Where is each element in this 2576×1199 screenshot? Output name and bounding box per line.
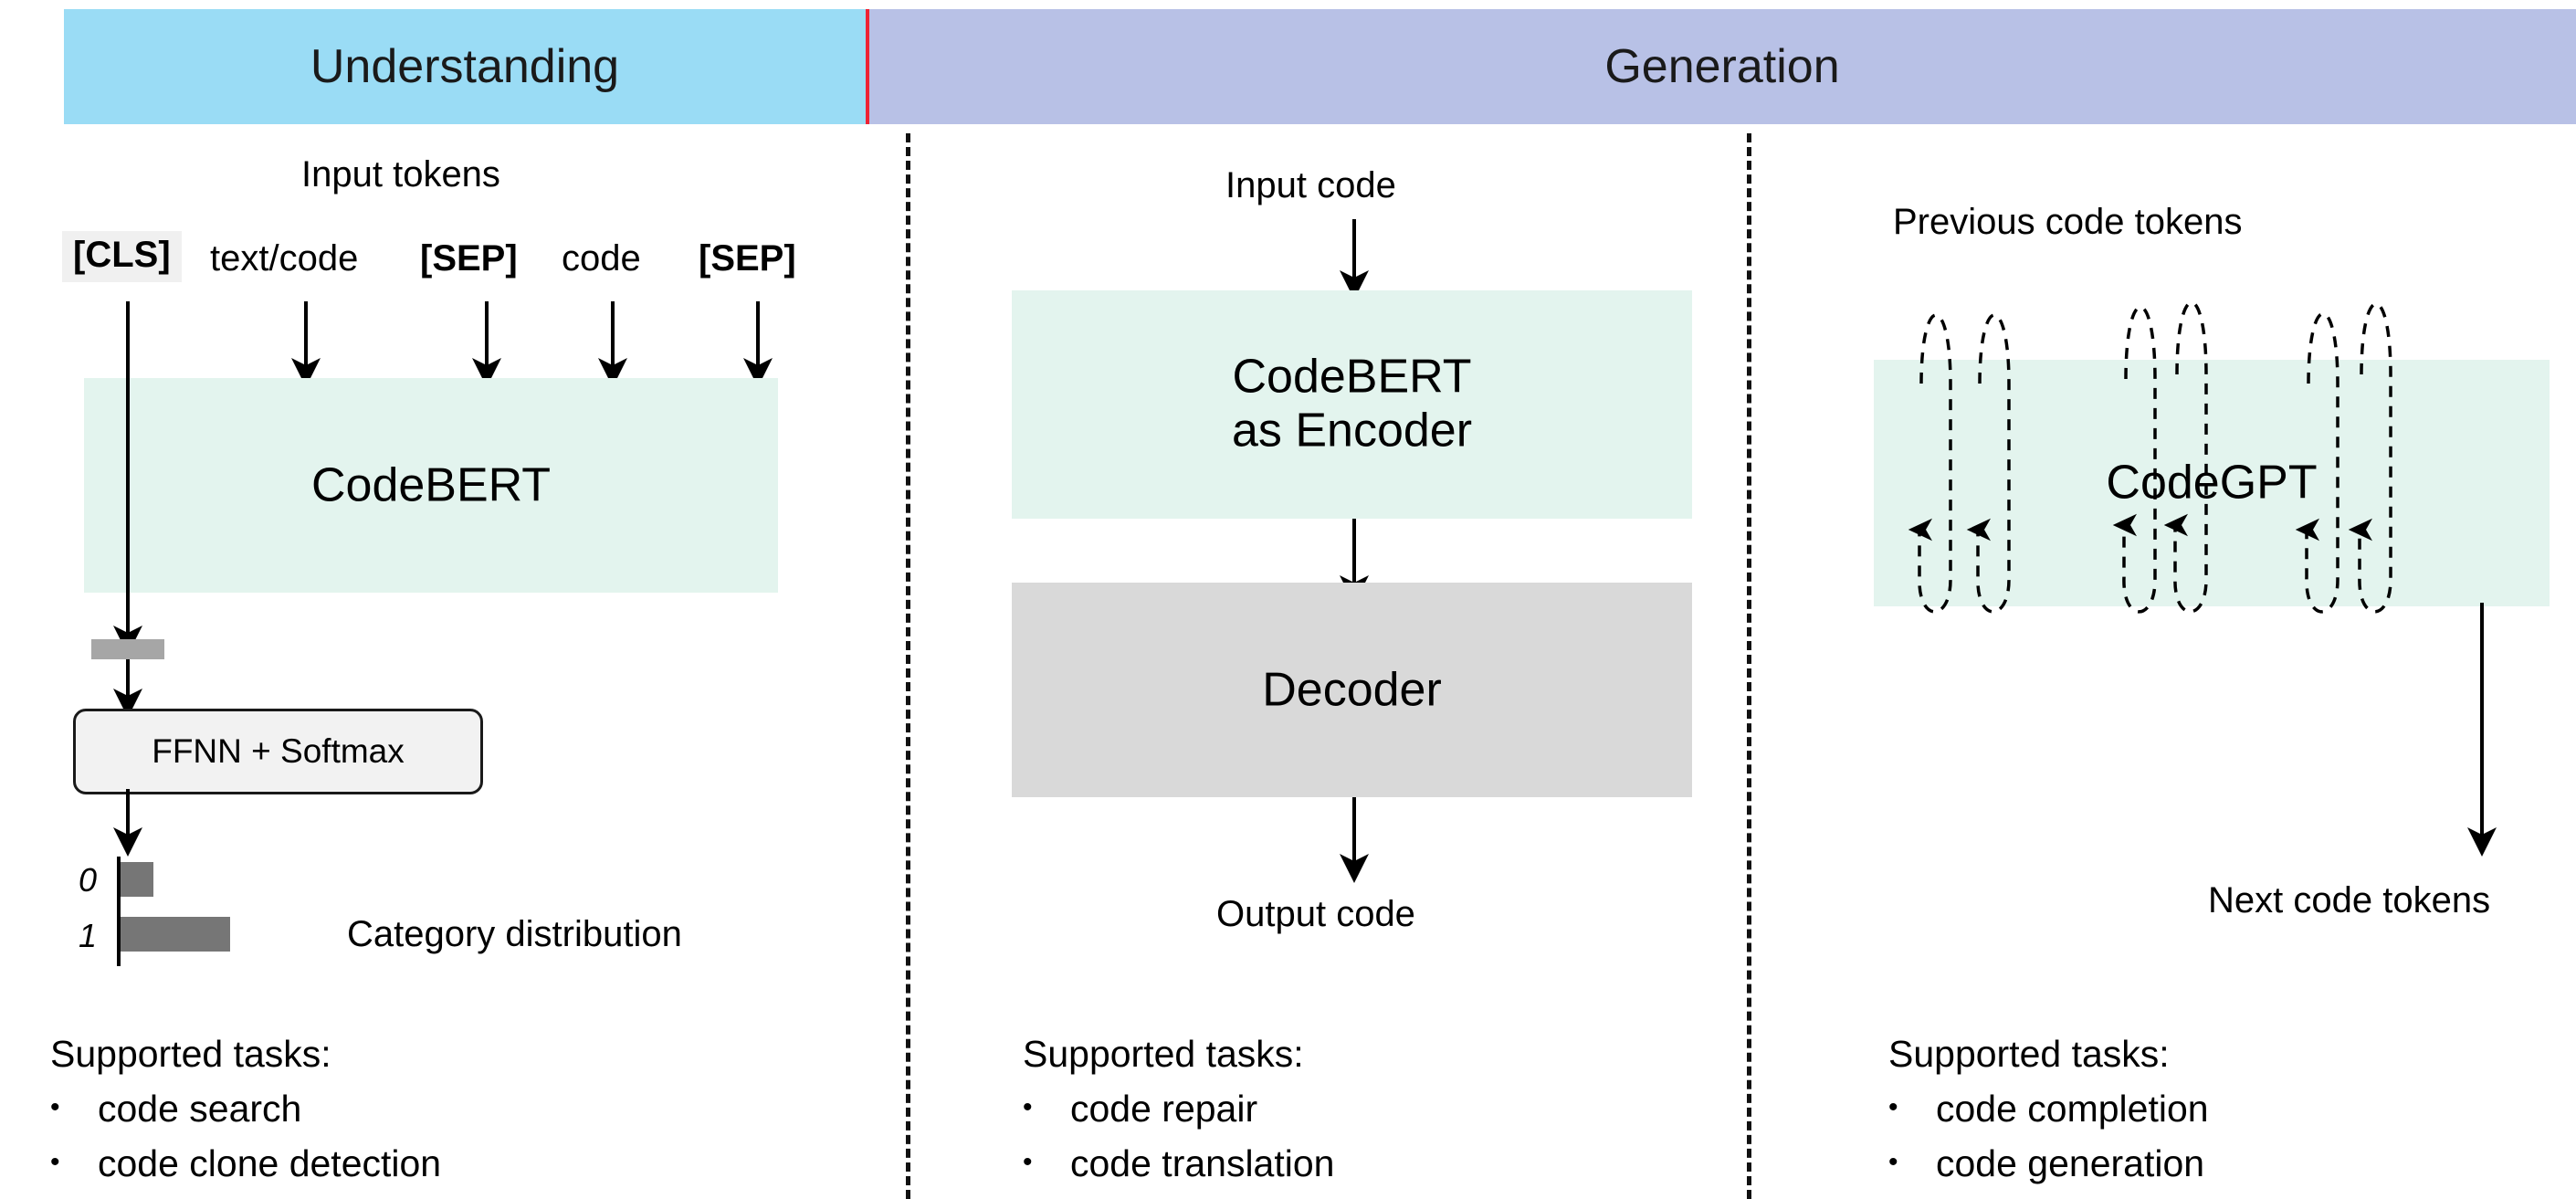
middle-encoder-box-label: CodeBERT as Encoder bbox=[1012, 351, 1692, 459]
left-task-label-1: code clone detection bbox=[98, 1142, 442, 1184]
middle-encoder-box: CodeBERT as Encoder bbox=[1012, 290, 1692, 519]
left-input-caption: Input tokens bbox=[301, 154, 500, 195]
middle-task-label-0: code repair bbox=[1070, 1088, 1258, 1130]
header-label-generation: Generation bbox=[1604, 40, 1840, 93]
left-cls-passthrough-line bbox=[126, 378, 130, 615]
left-ffnn-softmax-label: FFNN + Softmax bbox=[152, 732, 405, 770]
token-code: code bbox=[562, 238, 641, 279]
distribution-tick-0: 0 bbox=[79, 861, 98, 899]
middle-tasks-title: Supported tasks: bbox=[1023, 1033, 1304, 1075]
header-band-understanding: Understanding bbox=[64, 9, 866, 124]
middle-arrow-encoder-to-decoder bbox=[1340, 519, 1369, 605]
right-task-label-0: code completion bbox=[1936, 1088, 2209, 1130]
right-model-box-codegpt: CodeGPT bbox=[1874, 360, 2550, 606]
column-divider-right bbox=[1747, 133, 1751, 1199]
left-ffnn-softmax-box[interactable]: FFNN + Softmax bbox=[73, 709, 483, 794]
middle-arrow-input-to-encoder bbox=[1340, 219, 1369, 300]
left-supported-tasks: Supported tasks: • code search • code cl… bbox=[50, 1036, 854, 1183]
header-band-generation: Generation bbox=[868, 9, 2576, 124]
header-label-understanding: Understanding bbox=[310, 40, 620, 93]
left-arrow-to-distribution bbox=[113, 789, 142, 857]
bullet-icon: • bbox=[1023, 1147, 1033, 1177]
middle-task-label-1: code translation bbox=[1070, 1142, 1335, 1184]
bullet-icon: • bbox=[50, 1092, 60, 1122]
right-task-item-1: • code generation bbox=[1888, 1145, 2576, 1183]
distribution-caption: Category distribution bbox=[347, 914, 682, 954]
middle-input-caption: Input code bbox=[1225, 165, 1396, 205]
right-supported-tasks: Supported tasks: • code completion • cod… bbox=[1888, 1036, 2576, 1183]
bullet-icon: • bbox=[1023, 1092, 1033, 1122]
left-token-arrows bbox=[126, 301, 773, 388]
middle-task-item-0: • code repair bbox=[1023, 1090, 1717, 1128]
middle-task-item-1: • code translation bbox=[1023, 1145, 1717, 1183]
token-cls-1: [CLS] bbox=[62, 231, 182, 282]
bullet-icon: • bbox=[50, 1147, 60, 1177]
left-task-label-0: code search bbox=[98, 1088, 302, 1130]
left-arrow-to-vector bbox=[113, 598, 142, 655]
right-tasks-title: Supported tasks: bbox=[1888, 1033, 2170, 1075]
right-task-item-0: • code completion bbox=[1888, 1090, 2576, 1128]
category-distribution-chart: 0 1 bbox=[60, 857, 444, 966]
bullet-icon: • bbox=[1888, 1092, 1898, 1122]
token-sep-2: [SEP] bbox=[699, 238, 796, 279]
middle-supported-tasks: Supported tasks: • code repair • code tr… bbox=[1023, 1036, 1717, 1183]
middle-decoder-box-label: Decoder bbox=[1262, 662, 1442, 716]
right-task-label-1: code generation bbox=[1936, 1142, 2205, 1184]
token-text-code: text/code bbox=[210, 238, 359, 279]
distribution-bar-0 bbox=[121, 862, 153, 897]
middle-encoder-line-1: CodeBERT bbox=[1232, 350, 1472, 404]
left-model-box-label: CodeBERT bbox=[310, 458, 552, 511]
right-arrow-to-next-tokens bbox=[2467, 603, 2497, 857]
distribution-bar-1 bbox=[121, 917, 230, 952]
right-recurrence-loops bbox=[1908, 300, 2392, 614]
middle-decoder-box: Decoder bbox=[1012, 583, 1692, 797]
left-arrow-to-ffnn bbox=[113, 659, 142, 718]
left-pooled-vector bbox=[91, 639, 164, 659]
bullet-icon: • bbox=[1888, 1147, 1898, 1177]
token-sep-1: [SEP] bbox=[420, 238, 518, 279]
middle-encoder-line-2: as Encoder bbox=[1231, 405, 1473, 458]
middle-output-caption: Output code bbox=[1216, 894, 1415, 934]
right-input-caption: Previous code tokens bbox=[1893, 202, 2243, 242]
distribution-axis bbox=[117, 857, 121, 966]
distribution-tick-1: 1 bbox=[79, 917, 98, 954]
right-output-caption: Next code tokens bbox=[2208, 880, 2491, 920]
left-model-box-codebert: CodeBERT bbox=[84, 378, 778, 593]
left-task-item-0: • code search bbox=[50, 1090, 854, 1128]
column-divider-left bbox=[906, 133, 910, 1199]
header-red-separator bbox=[866, 9, 869, 124]
middle-arrow-decoder-to-output bbox=[1340, 797, 1369, 883]
left-tasks-title: Supported tasks: bbox=[50, 1033, 331, 1075]
right-model-box-label: CodeGPT bbox=[2106, 456, 2318, 510]
left-task-item-1: • code clone detection bbox=[50, 1145, 854, 1183]
